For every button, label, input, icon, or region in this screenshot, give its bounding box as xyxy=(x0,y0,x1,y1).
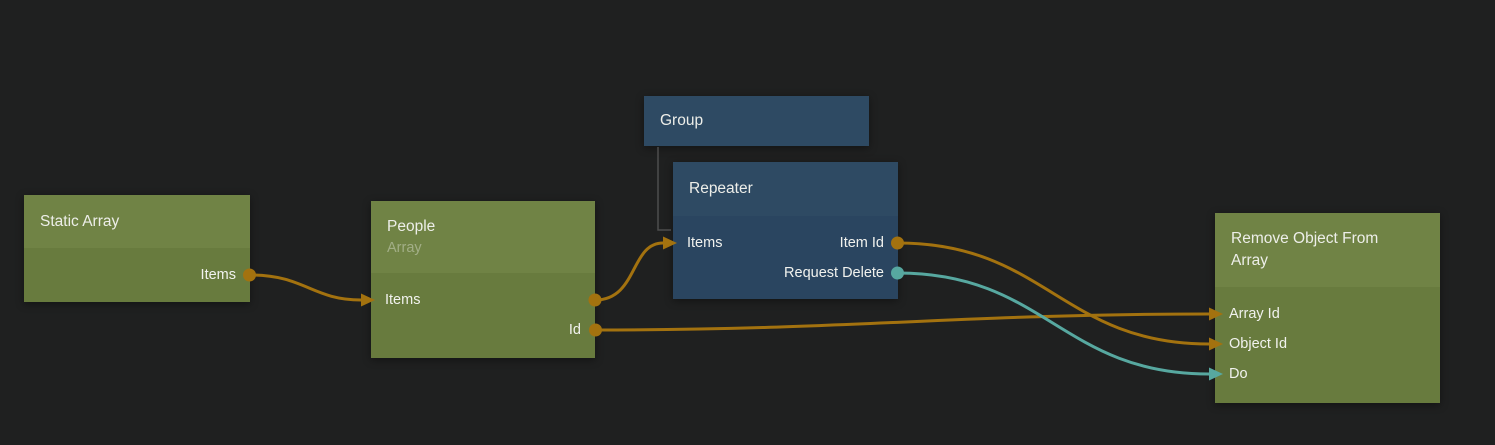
node-people[interactable]: People Array Items Id xyxy=(371,201,595,358)
node-group-header: Group xyxy=(644,96,869,146)
port-items-input[interactable]: Items xyxy=(385,292,421,308)
node-static-array-header: Static Array xyxy=(24,195,250,248)
node-people-header: People Array xyxy=(371,201,595,273)
connection-staticarray-items-to-people-items[interactable] xyxy=(249,273,362,302)
node-title: People xyxy=(387,218,436,235)
node-remove-object-from-array[interactable]: Remove Object From Array Array Id Object… xyxy=(1215,213,1440,403)
port-row: Items xyxy=(24,260,250,290)
node-group[interactable]: Group xyxy=(644,96,869,146)
node-title: Static Array xyxy=(40,212,120,230)
port-row: Items Item Id xyxy=(673,228,898,258)
node-title: Repeater xyxy=(689,180,753,197)
connection-repeater-item-id-to-remove-object-id[interactable] xyxy=(897,241,1210,346)
node-repeater[interactable]: Repeater Items Item Id Request Delete xyxy=(673,162,898,299)
port-items-output[interactable]: Items xyxy=(200,267,236,283)
tree-connector-group-to-repeater xyxy=(657,147,671,231)
node-subtitle: Array xyxy=(387,240,422,256)
port-id-output[interactable]: Id xyxy=(568,322,581,338)
port-row: Object Id xyxy=(1215,329,1440,359)
port-request-delete-output[interactable]: Request Delete xyxy=(784,265,884,281)
node-static-array[interactable]: Static Array Items xyxy=(24,195,250,302)
node-remove-header: Remove Object From Array xyxy=(1215,213,1440,287)
node-static-array-body: Items xyxy=(24,248,250,302)
node-repeater-body: Items Item Id Request Delete xyxy=(673,216,898,299)
node-people-body: Items Id xyxy=(371,273,595,358)
connection-people-id-to-remove-array-id[interactable] xyxy=(595,312,1210,332)
port-array-id-input[interactable]: Array Id xyxy=(1229,306,1280,322)
port-row: Do xyxy=(1215,359,1440,389)
port-object-id-input[interactable]: Object Id xyxy=(1229,336,1288,352)
port-row: Items xyxy=(371,285,595,315)
port-row: Id xyxy=(371,315,595,345)
port-items-input[interactable]: Items xyxy=(687,235,723,251)
connection-people-items-to-repeater-items[interactable] xyxy=(594,241,664,302)
node-repeater-header: Repeater xyxy=(673,162,898,216)
port-item-id-output[interactable]: Item Id xyxy=(839,235,884,251)
port-row: Request Delete xyxy=(673,258,898,288)
node-title: Group xyxy=(660,112,704,129)
node-title: Remove Object From Array xyxy=(1231,230,1379,269)
port-do-input[interactable]: Do xyxy=(1229,366,1248,382)
connection-repeater-request-delete-to-remove-do[interactable] xyxy=(897,271,1210,376)
node-remove-body: Array Id Object Id Do xyxy=(1215,287,1440,403)
port-row: Array Id xyxy=(1215,299,1440,329)
